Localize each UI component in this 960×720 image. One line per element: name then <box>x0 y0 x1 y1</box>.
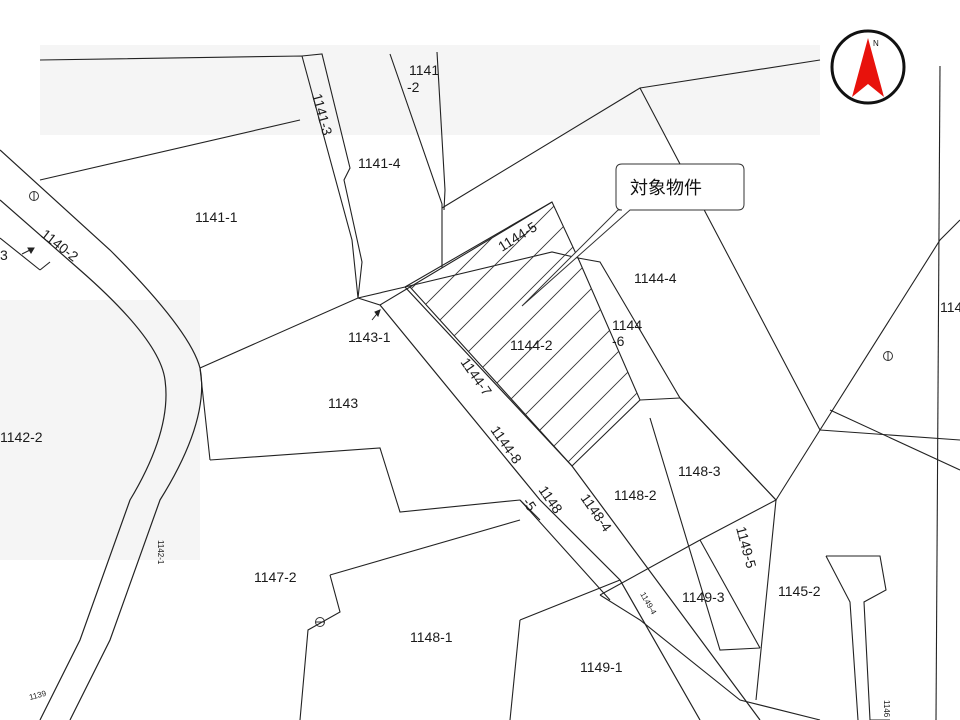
parcel-label-1144-6a: 1144 <box>612 317 642 333</box>
parcel-label-1145-2: 1145-2 <box>778 583 821 599</box>
north-arrow-icon: N <box>830 29 906 105</box>
parcel-label-1148-1: 1148-1 <box>410 629 453 645</box>
parcel-label-1142-2: 1142-2 <box>0 429 43 445</box>
parcel-label-1149-1: 1149-1 <box>580 659 623 675</box>
road-1140-2 <box>0 149 211 720</box>
parcel-label-1148-5b: -5 <box>520 495 540 515</box>
parcel-label-1148-4: 1148-4 <box>578 491 616 535</box>
parcel-label-1148-3: 1148-3 <box>678 463 721 479</box>
parcel-label-1144-5: 1144-5 <box>495 218 540 254</box>
parcel-label-1143: 1143 <box>328 395 358 411</box>
survey-markers <box>29 191 893 627</box>
parcel-label-3: 3 <box>0 247 8 263</box>
parcel-label-1143-1: 1143-1 <box>348 329 391 345</box>
parcel-label-1148-2: 1148-2 <box>614 487 657 503</box>
parcel-label-1144-8: 1144-8 <box>488 423 526 467</box>
parcel-label-1139: 1139 <box>28 689 47 702</box>
parcel-label-1144-6b: -6 <box>612 333 625 349</box>
parcel-label-1149-3: 1149-3 <box>682 589 725 605</box>
parcel-label-1141-2a: 1141 <box>409 62 439 78</box>
parcel-label-1147-2: 1147-2 <box>254 569 297 585</box>
parcel-label-1141-2b: -2 <box>407 79 420 95</box>
parcel-label-1144-4: 1144-4 <box>634 270 677 286</box>
scan-shading <box>0 45 820 560</box>
callout-text: 対象物件 <box>630 178 702 199</box>
parcel-boundaries <box>39 51 960 720</box>
parcel-label-114-edge: 114 <box>940 299 960 315</box>
parcel-label-1146: 1146 <box>882 700 891 718</box>
parcel-label-1142-1: 1142-1 <box>156 540 165 565</box>
target-property-callout: 対象物件 <box>521 163 745 307</box>
parcel-label-1144-2: 1144-2 <box>510 337 553 353</box>
parcel-label-1144-7: 1144-7 <box>458 355 496 399</box>
parcel-label-1149-5: 1149-5 <box>733 525 760 570</box>
north-label: N <box>873 39 879 48</box>
parcel-label-1149-4: 1149-4 <box>638 591 658 617</box>
parcel-label-1141-1: 1141-1 <box>195 209 238 225</box>
parcel-label-1141-4: 1141-4 <box>358 155 401 171</box>
pointer-arrows <box>21 247 381 321</box>
parcel-label-1140-2: 1140-2 <box>38 226 82 265</box>
